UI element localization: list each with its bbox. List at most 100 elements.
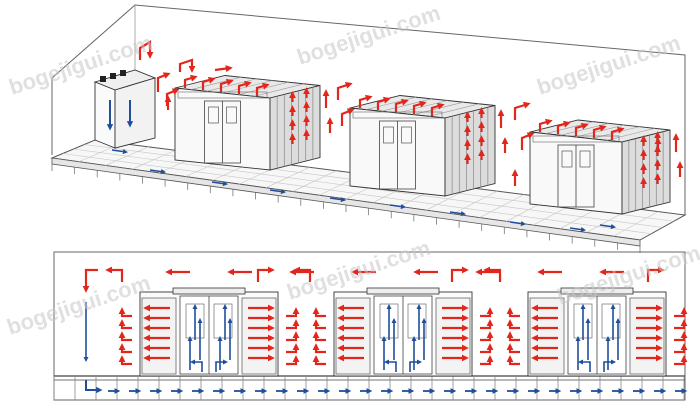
red-airflow-arrow-icon (118, 355, 132, 366)
red-airflow-arrow-icon (506, 319, 520, 330)
blue-airflow-arrow-icon (599, 224, 617, 230)
blue-airflow-arrow-icon (211, 181, 229, 187)
module-side-face (444, 104, 496, 197)
red-airflow-arrow-icon (674, 307, 688, 318)
rack-right (241, 297, 277, 375)
red-airflow-arrow-icon (312, 319, 326, 330)
watermark: bogejigui.com (534, 30, 684, 100)
red-airflow-arrow-icon (480, 355, 494, 366)
blue-airflow-arrow-icon (577, 359, 591, 372)
module-cap (172, 287, 246, 295)
red-airflow-arrow-icon (286, 307, 300, 318)
containment-module-3 (529, 119, 671, 215)
red-airflow-arrow-icon (118, 307, 132, 318)
red-airflow-arrow-icon (256, 266, 275, 282)
red-airflow-arrow-icon (592, 124, 607, 138)
red-airflow-arrow-icon (574, 122, 589, 136)
door-window (383, 126, 394, 144)
section-view (53, 251, 688, 401)
blue-airflow-arrow-icon (449, 211, 467, 217)
red-airflow-arrow-icon (506, 331, 520, 342)
blue-airflow-arrow-icon (603, 359, 617, 372)
door-window (401, 126, 412, 144)
module-cap (560, 287, 634, 295)
red-airflow-arrow-icon (156, 72, 171, 92)
module-side-face (269, 84, 321, 171)
watermark: bogejigui.com (294, 0, 444, 70)
red-airflow-arrow-icon (293, 266, 312, 282)
red-airflow-arrow-icon (480, 307, 494, 318)
red-airflow-arrow-icon (376, 96, 391, 110)
blue-airflow-arrow-icon (383, 359, 397, 372)
isometric-view (50, 4, 687, 253)
red-airflow-arrow-icon (610, 126, 625, 140)
red-airflow-arrow-icon (312, 355, 326, 366)
red-airflow-arrow-icon (412, 100, 427, 114)
blue-airflow-arrow-icon (409, 359, 423, 372)
module-cap (366, 287, 440, 295)
red-airflow-arrow-icon (312, 307, 326, 318)
red-airflow-arrow-icon (105, 266, 124, 282)
red-airflow-arrow-icon (312, 331, 326, 342)
rack-right (435, 297, 471, 375)
red-airflow-arrow-icon (674, 319, 688, 330)
red-airflow-arrow-icon (483, 266, 502, 282)
blue-airflow-arrow-icon (569, 227, 587, 233)
red-airflow-arrow-icon (506, 307, 520, 318)
crac-unit (93, 69, 157, 149)
red-airflow-arrow-icon (201, 76, 216, 90)
section-module-3 (506, 287, 688, 377)
containment-module-1 (174, 75, 321, 171)
red-airflow-arrow-icon (286, 331, 300, 342)
red-airflow-arrow-icon (219, 78, 234, 92)
section-module-2 (312, 287, 494, 377)
red-airflow-arrow-icon (118, 343, 132, 354)
door-header (177, 91, 268, 99)
red-airflow-arrow-icon (286, 343, 300, 354)
red-airflow-arrow-icon (82, 268, 98, 293)
red-airflow-arrow-icon (674, 355, 688, 366)
door-window (226, 106, 237, 124)
blue-airflow-arrow-icon (329, 197, 347, 203)
door-window (579, 150, 591, 168)
blue-airflow-arrow-icon (269, 189, 287, 195)
blue-airflow-arrow-icon (149, 169, 167, 175)
red-airflow-arrow-icon (450, 266, 469, 282)
door-window (561, 150, 573, 168)
red-airflow-arrow-icon (538, 118, 553, 132)
red-airflow-arrow-icon (394, 98, 409, 112)
red-airflow-arrow-icon (674, 343, 688, 354)
door-header (352, 111, 443, 119)
red-airflow-arrow-icon (480, 343, 494, 354)
blue-airflow-arrow-icon (189, 359, 203, 372)
red-airflow-arrow-icon (118, 331, 132, 342)
rack-right (629, 297, 665, 375)
blue-airflow-arrow-icon (215, 359, 229, 372)
red-airflow-arrow-icon (646, 266, 665, 282)
red-airflow-arrow-icon (506, 343, 520, 354)
red-airflow-arrow-icon (480, 319, 494, 330)
rack-left (335, 297, 371, 375)
section-module-1 (118, 287, 300, 377)
red-airflow-arrow-icon (556, 120, 571, 134)
door-window (208, 106, 219, 124)
red-airflow-arrow-icon (286, 355, 300, 366)
watermark: bogejigui.com (4, 270, 154, 340)
rack-left (141, 297, 177, 375)
containment-module-2 (349, 95, 496, 197)
red-airflow-arrow-icon (138, 40, 154, 60)
blue-airflow-arrow-icon (389, 204, 407, 210)
red-airflow-arrow-icon (480, 331, 494, 342)
blue-airflow-arrow-icon (111, 149, 129, 155)
red-airflow-arrow-icon (165, 88, 180, 106)
red-airflow-arrow-icon (520, 132, 535, 150)
red-airflow-arrow-icon (178, 58, 196, 73)
red-airflow-arrow-icon (430, 102, 445, 116)
crac-section-arrow (83, 302, 103, 394)
red-airflow-arrow-icon (183, 74, 198, 88)
red-airflow-arrow-icon (674, 331, 688, 342)
red-airflow-arrow-icon (336, 81, 353, 100)
red-airflow-arrow-icon (506, 355, 520, 366)
red-airflow-arrow-icon (286, 319, 300, 330)
